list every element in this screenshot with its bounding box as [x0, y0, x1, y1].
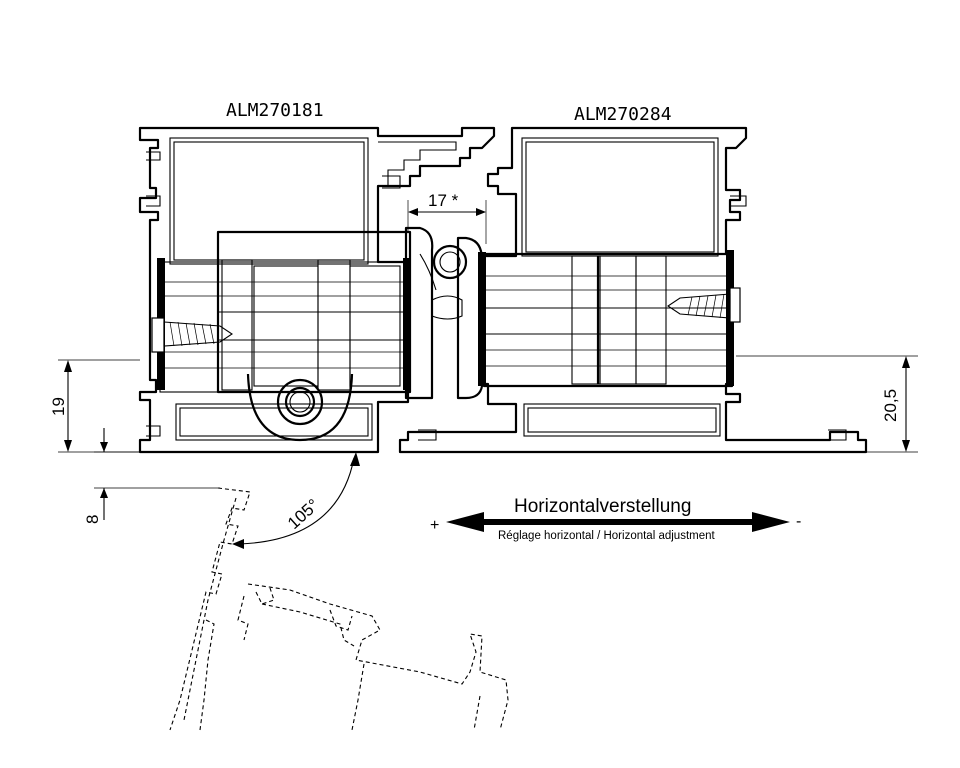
dimension-angle — [232, 452, 360, 549]
angle-label: 105° — [284, 495, 323, 533]
profile-code-left: ALM270181 — [226, 100, 324, 121]
hinge-body-right — [478, 250, 741, 388]
right-profile — [398, 126, 868, 454]
left-profile — [138, 126, 496, 454]
gap-dimension-label: 17 * — [428, 191, 459, 210]
offset-label: 8 — [83, 515, 102, 524]
dimension-offset — [94, 428, 220, 520]
adjustment-title: Horizontalverstellung — [514, 496, 691, 517]
right-height-label: 20,5 — [881, 389, 900, 422]
dimension-left-height — [58, 359, 140, 453]
left-height-label: 19 — [49, 397, 68, 416]
adjustment-subtitle: Réglage horizontal / Horizontal adjustme… — [498, 530, 716, 542]
hinge-knuckle — [404, 226, 484, 400]
dimension-gap — [407, 200, 487, 244]
opened-sash-dashed — [169, 487, 509, 731]
profile-code-right: ALM270284 — [574, 104, 672, 125]
dimension-right-height — [736, 355, 918, 453]
adjustment-arrow — [446, 512, 790, 532]
adjustment-minus: - — [796, 513, 801, 530]
adjustment-plus: + — [430, 517, 439, 534]
